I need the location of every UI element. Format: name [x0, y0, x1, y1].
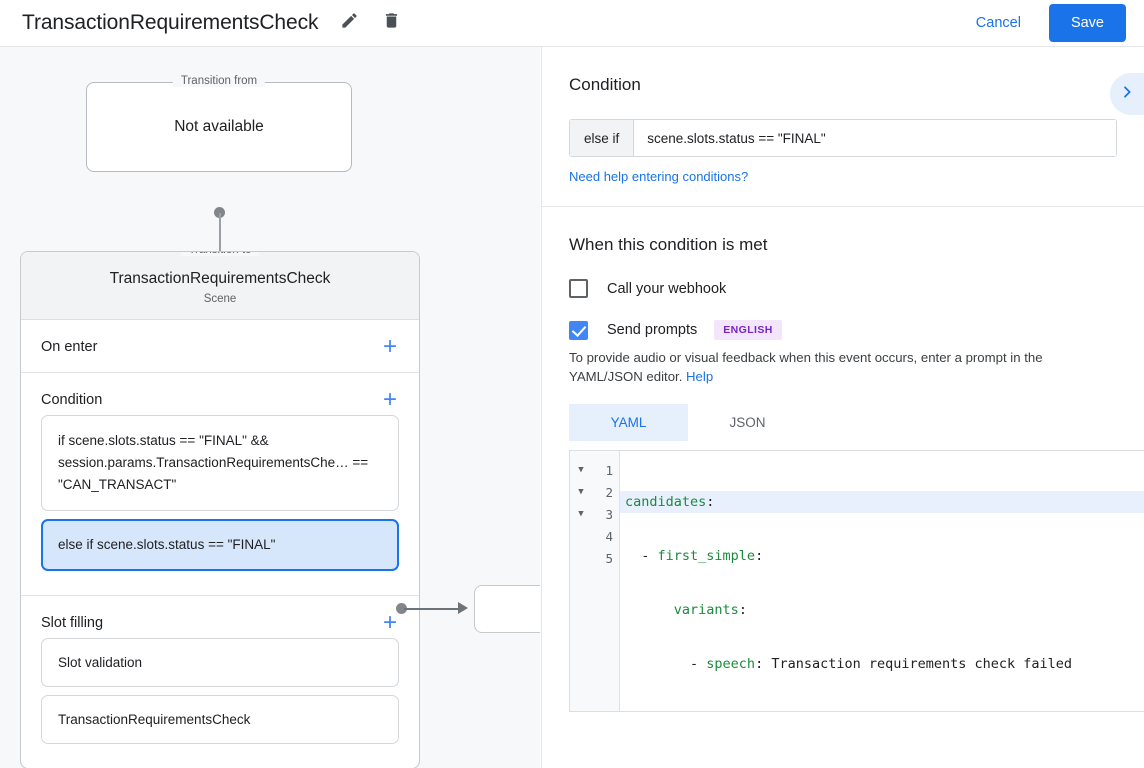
code-key: candidates [625, 494, 707, 510]
code-line [620, 707, 1144, 711]
code-line: - first_simple: [620, 545, 1144, 567]
code-key: variants [673, 602, 739, 618]
page-title: TransactionRequirementsCheck [22, 11, 319, 34]
transition-to-legend: Transition to [180, 252, 260, 256]
line-number: 3 [605, 506, 613, 522]
transition-from-legend: Transition from [172, 75, 266, 87]
add-slot-filling-button[interactable]: + [382, 609, 397, 636]
gutter-row: 4 [570, 525, 619, 547]
section-slot-filling: Slot filling + Slot validation Transacti… [21, 596, 419, 768]
call-webhook-checkbox[interactable] [569, 279, 588, 298]
edge-arrow-icon [458, 602, 468, 614]
add-on-enter-button[interactable]: + [382, 333, 397, 360]
cancel-button[interactable]: Cancel [962, 6, 1035, 40]
prompts-help-link[interactable]: Help [686, 369, 714, 384]
condition-section: Condition else if scene.slots.status == … [542, 47, 1144, 207]
code-value: Transaction requirements check failed [763, 656, 1073, 672]
target-node-stub[interactable] [474, 585, 540, 633]
transition-to-node: Transition to TransactionRequirementsChe… [20, 251, 420, 768]
gutter-row: 5 [570, 547, 619, 569]
code-colon: : [738, 602, 747, 618]
top-app-bar: TransactionRequirementsCheck Cancel Save [0, 0, 1144, 47]
scene-name: TransactionRequirementsCheck [109, 270, 331, 287]
condition-input-row[interactable]: else if scene.slots.status == "FINAL" [569, 119, 1117, 157]
call-webhook-label: Call your webhook [607, 280, 727, 297]
webhook-checkbox-row[interactable]: Call your webhook [569, 279, 1117, 298]
editor-format-tabs: YAML JSON [569, 404, 1117, 441]
edge-source-dot [396, 603, 407, 614]
code-colon: : [755, 656, 764, 672]
pencil-icon [340, 11, 359, 35]
add-condition-button[interactable]: + [382, 386, 397, 413]
line-number: 5 [605, 550, 613, 566]
condition-heading: Condition [569, 75, 641, 94]
code-line: - speech: Transaction requirements check… [620, 653, 1144, 675]
trash-icon [382, 11, 401, 35]
condition-help-link[interactable]: Need help entering conditions? [569, 169, 749, 184]
connector-dot [214, 207, 225, 218]
editor-code-area[interactable]: candidates: - first_simple: variants: - … [620, 451, 1144, 711]
gutter-row: ▼ 1 [570, 459, 619, 481]
flow-graph-panel: Transition from Not available Transition… [0, 47, 540, 768]
connector-line [219, 213, 221, 261]
transition-from-value: Not available [174, 118, 264, 135]
gutter-row: ▼ 2 [570, 481, 619, 503]
code-colon: : [755, 548, 764, 564]
code-colon: : [706, 494, 715, 510]
fold-toggle-icon[interactable]: ▼ [578, 509, 584, 519]
when-condition-met-heading: When this condition is met [569, 235, 768, 254]
code-line: variants: [620, 599, 1144, 621]
save-button[interactable]: Save [1048, 4, 1126, 42]
when-condition-met-section: When this condition is met Call your web… [542, 207, 1144, 732]
delete-button[interactable] [376, 8, 406, 38]
section-condition: Condition + if scene.slots.status == "FI… [21, 373, 419, 596]
transition-from-node[interactable]: Transition from Not available [86, 75, 352, 172]
send-prompts-checkbox[interactable] [569, 320, 588, 340]
send-prompts-checkbox-row[interactable]: Send prompts ENGLISH [569, 320, 1117, 340]
expand-panel-button[interactable] [1110, 73, 1144, 115]
chevron-right-icon [1119, 84, 1135, 105]
code-key: speech [706, 656, 756, 672]
edge-line [404, 608, 460, 610]
section-condition-label: Condition [41, 392, 103, 408]
slot-list-item[interactable]: TransactionRequirementsCheck [41, 695, 399, 744]
section-slot-filling-header[interactable]: Slot filling + [21, 596, 419, 638]
fold-toggle-icon[interactable]: ▼ [578, 487, 584, 497]
section-on-enter-label: On enter [41, 339, 98, 355]
code-line: candidates: [620, 491, 1144, 513]
code-key: first_simple [657, 548, 756, 564]
tab-json[interactable]: JSON [729, 415, 766, 430]
language-badge: ENGLISH [714, 320, 782, 340]
section-on-enter[interactable]: On enter + [21, 320, 419, 373]
line-number: 4 [605, 528, 613, 544]
edit-name-button[interactable] [334, 8, 364, 38]
prompts-hint-body: To provide audio or visual feedback when… [569, 350, 1043, 384]
code-indent [625, 602, 674, 618]
tab-yaml[interactable]: YAML [569, 404, 688, 441]
send-prompts-label: Send prompts [607, 322, 698, 338]
code-editor[interactable]: ▼ 1 ▼ 2 ▼ 3 4 5 [569, 450, 1144, 712]
section-slot-filling-label: Slot filling [41, 615, 104, 631]
detail-panel: Condition else if scene.slots.status == … [541, 47, 1144, 768]
prompts-hint-text: To provide audio or visual feedback when… [569, 348, 1117, 386]
line-number: 1 [605, 462, 613, 478]
code-indent: - [625, 656, 707, 672]
condition-list-item[interactable]: if scene.slots.status == "FINAL" && sess… [41, 415, 399, 511]
condition-list-item-selected[interactable]: else if scene.slots.status == "FINAL" [41, 519, 399, 571]
scene-header[interactable]: Transition to TransactionRequirementsChe… [21, 252, 419, 320]
condition-expression-input[interactable]: scene.slots.status == "FINAL" [634, 120, 1116, 156]
fold-toggle-icon[interactable]: ▼ [578, 465, 584, 475]
code-indent: - [625, 548, 658, 564]
gutter-row: ▼ 3 [570, 503, 619, 525]
section-condition-header[interactable]: Condition + [21, 373, 419, 415]
editor-gutter: ▼ 1 ▼ 2 ▼ 3 4 5 [570, 451, 620, 711]
condition-prefix: else if [570, 120, 635, 156]
slot-list-item[interactable]: Slot validation [41, 638, 399, 687]
line-number: 2 [605, 484, 613, 500]
scene-type: Scene [203, 293, 237, 305]
